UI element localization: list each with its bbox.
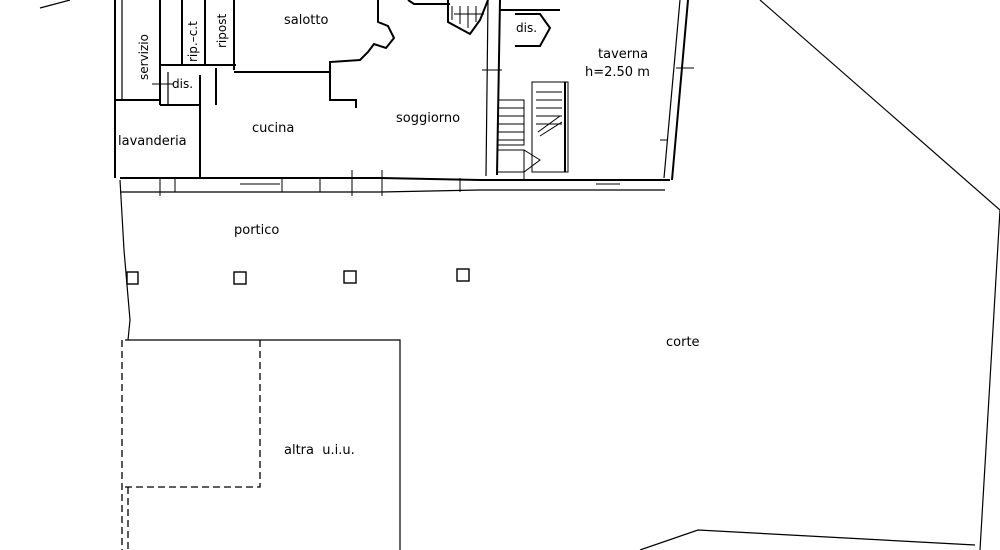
- room-label-salotto: salotto: [284, 13, 328, 28]
- room-label-corte: corte: [666, 335, 700, 350]
- staircase-left: [497, 99, 541, 180]
- building-walls: [114, 0, 689, 193]
- room-label-soggiorno: soggiorno: [396, 111, 460, 126]
- room-label-dis-right: dis.: [516, 21, 537, 35]
- room-label-cucina: cucina: [252, 121, 294, 136]
- pillar: [456, 268, 470, 282]
- pillar: [343, 270, 357, 284]
- room-height-taverna: h=2.50 m: [585, 65, 650, 80]
- other-unit-outline: [121, 339, 401, 550]
- pillar: [126, 271, 139, 285]
- room-label-taverna: taverna: [598, 47, 648, 62]
- room-label-rip-ct: rip.–c.t: [186, 21, 200, 62]
- room-label-altra-uiu: altra u.i.u.: [284, 443, 355, 458]
- room-label-ripost: ripost: [215, 14, 229, 48]
- staircase-right: [536, 91, 563, 137]
- pillar: [233, 271, 247, 285]
- room-label-lavanderia: lavanderia: [118, 134, 187, 149]
- room-label-portico: portico: [234, 223, 279, 238]
- courtyard-boundary: [39, 0, 1000, 550]
- room-label-servizio: servizio: [137, 34, 151, 80]
- room-label-dis-left: dis.: [172, 77, 193, 91]
- staircase-top: [451, 6, 484, 28]
- wall-openings: [152, 67, 694, 196]
- portico-pillars: [126, 268, 470, 285]
